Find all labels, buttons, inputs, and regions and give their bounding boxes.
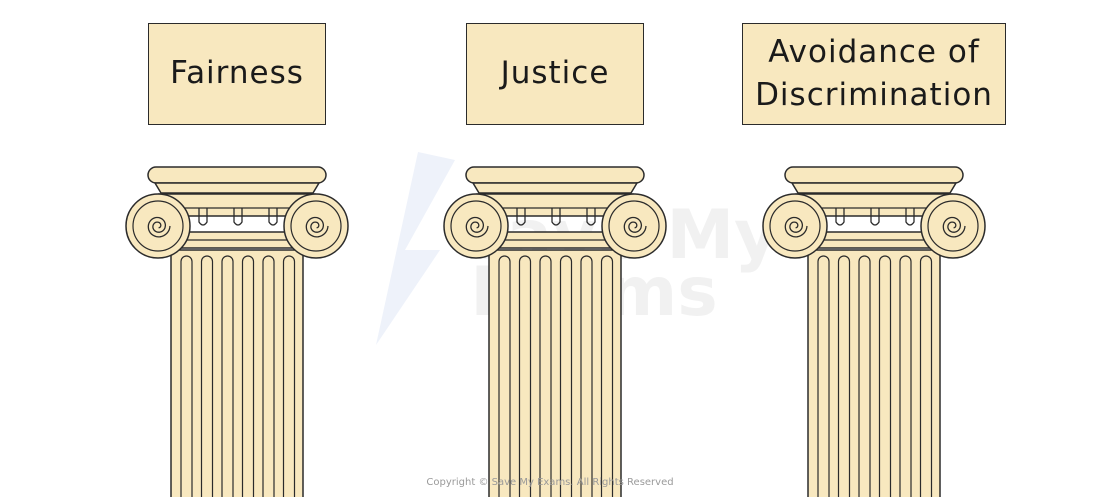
column-flute [518, 255, 532, 497]
dentil-2 [551, 208, 561, 226]
column-flute [282, 255, 296, 497]
volute-right-spiral-icon [623, 216, 647, 238]
abacus-bottom [471, 182, 639, 194]
column-shaft [807, 249, 941, 497]
column-flute [600, 255, 614, 497]
volute-right-ring [290, 200, 342, 252]
column-flute [221, 255, 234, 497]
column-flute [539, 255, 552, 497]
copyright-notice: Copyright © Save My Exams. All Rights Re… [426, 477, 674, 488]
volute-left-ring [769, 200, 821, 252]
volute-left-spiral-icon [147, 216, 171, 238]
dentil-3 [268, 208, 278, 226]
volute-right-outer [601, 193, 667, 259]
dentil-2 [233, 208, 243, 226]
column-flute [200, 255, 214, 497]
abacus-top [784, 166, 964, 184]
column-flute [817, 255, 830, 497]
column-flute [858, 255, 871, 497]
pillar-label-box: Avoidance of Discrimination [742, 23, 1006, 125]
volute-right-spiral-icon [305, 216, 329, 238]
column-flute [899, 255, 912, 497]
column-flute [580, 255, 593, 497]
column-fairness [125, 166, 349, 497]
dentil-2 [870, 208, 880, 226]
abacus-top [465, 166, 645, 184]
watermark-logo-icon [376, 152, 455, 345]
volute-left-outer [125, 193, 191, 259]
column-flute [180, 255, 193, 497]
volute-right-ring [608, 200, 660, 252]
column-flute [241, 255, 255, 497]
column-shaft [170, 249, 304, 497]
abacus-bottom [790, 182, 958, 194]
pillar-label-justice: Justice [500, 55, 610, 92]
volute-left-outer [762, 193, 828, 259]
column-flute [878, 255, 892, 497]
pillar-label-avoidance: Avoidance of Discrimination [755, 33, 993, 113]
volute-right-ring [927, 200, 979, 252]
volute-left-spiral-icon [784, 216, 808, 238]
dentil-1 [198, 208, 208, 226]
column-flute [919, 255, 933, 497]
pillar-label-box: Justice [466, 23, 644, 125]
column-shaft [488, 249, 622, 497]
column-justice [443, 166, 667, 497]
volute-right-outer [283, 193, 349, 259]
column-flute [837, 255, 851, 497]
volute-left-spiral-icon [465, 216, 489, 238]
column-avoidance-of-discrimination [762, 166, 986, 497]
volute-right-spiral-icon [942, 216, 966, 238]
volute-left-ring [450, 200, 502, 252]
dentil-3 [905, 208, 915, 226]
volute-left-ring [132, 200, 184, 252]
column-flute [559, 255, 573, 497]
dentil-3 [586, 208, 596, 226]
pillar-label-box: Fairness [148, 23, 326, 125]
dentil-1 [516, 208, 526, 226]
abacus-top [147, 166, 327, 184]
dentil-1 [835, 208, 845, 226]
volute-right-outer [920, 193, 986, 259]
pillar-label-fairness: Fairness [170, 55, 304, 92]
column-flute [262, 255, 275, 497]
volute-left-outer [443, 193, 509, 259]
column-flute [498, 255, 511, 497]
abacus-bottom [153, 182, 321, 194]
